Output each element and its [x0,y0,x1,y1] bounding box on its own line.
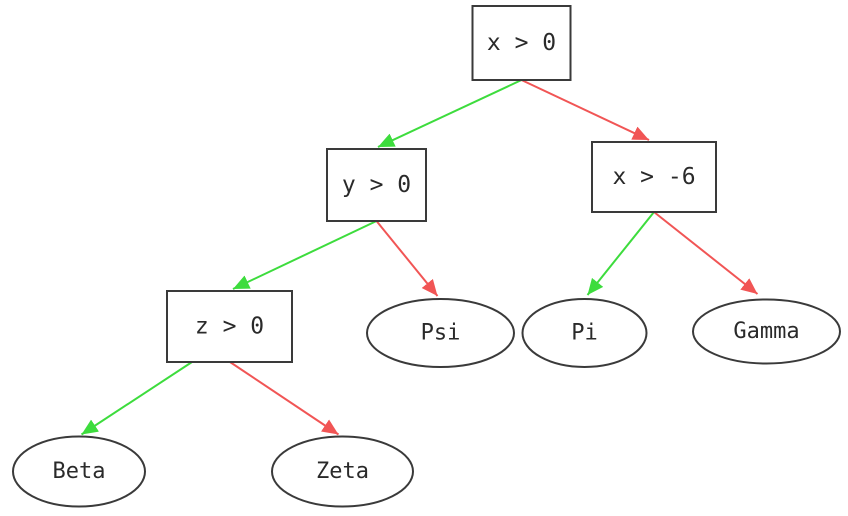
decision-node-y-gt-0-label: y > 0 [342,172,411,198]
edge-root-to-x-gt-neg6-false [521,79,650,141]
leaf-node-psi-label: Psi [421,321,461,346]
decision-node-root-label: x > 0 [487,30,556,56]
edge-root-to-y-gt-0-true [377,79,522,148]
edge-x-gt-neg6-to-gamma-false [653,211,759,295]
edge-y-gt-0-to-z-gt-0-true [232,220,377,290]
edge-z-gt-0-to-zeta-false [229,361,340,436]
leaf-node-pi: Pi [521,298,648,368]
edge-x-gt-neg6-to-pi-true [586,211,655,296]
edges [80,79,759,436]
leaf-node-gamma: Gamma [692,298,841,365]
decision-node-y-gt-0: y > 0 [326,148,427,222]
leaf-node-psi: Psi [366,298,515,368]
leaf-node-zeta: Zeta [271,435,414,508]
decision-node-x-gt-neg6-label: x > -6 [612,164,695,190]
edge-z-gt-0-to-beta-true [80,361,193,436]
decision-node-x-gt-neg6: x > -6 [591,141,717,213]
leaf-node-pi-label: Pi [571,321,598,346]
edge-y-gt-0-to-psi-false [375,220,439,297]
leaf-node-beta-label: Beta [53,459,106,484]
leaf-node-zeta-label: Zeta [316,459,369,484]
leaf-node-gamma-label: Gamma [733,319,799,344]
decision-node-root: x > 0 [471,5,572,81]
leaf-node-beta: Beta [12,435,146,508]
decision-node-z-gt-0: z > 0 [166,290,293,363]
decision-node-z-gt-0-label: z > 0 [195,314,264,340]
